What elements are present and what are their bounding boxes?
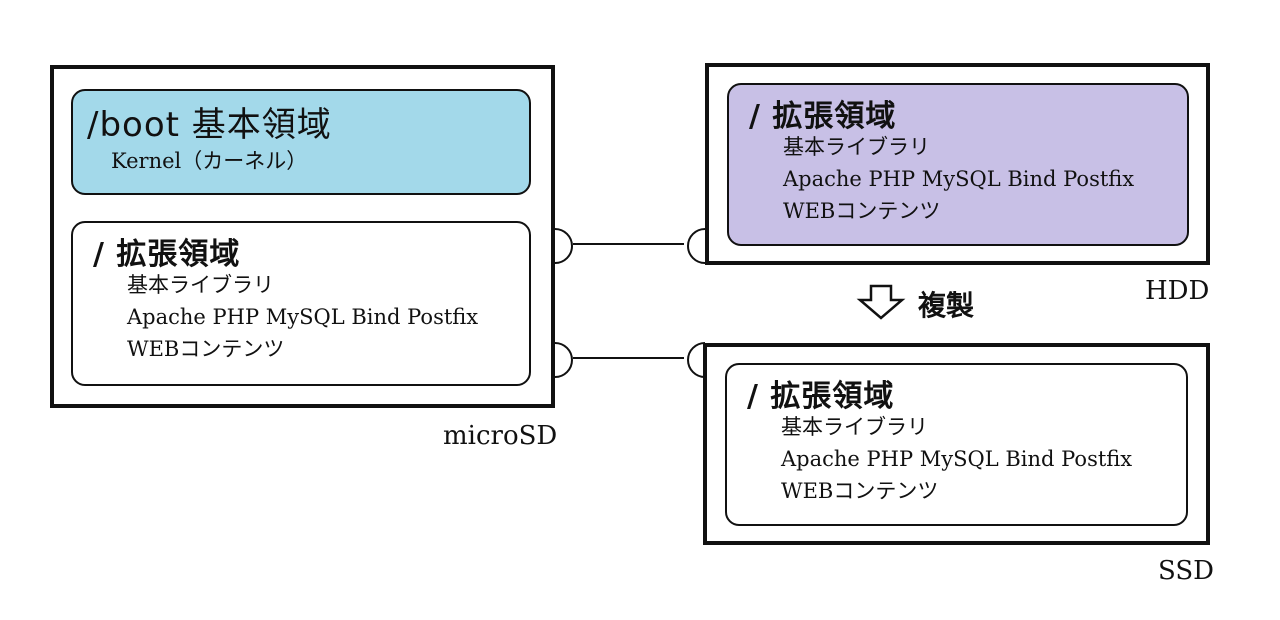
- socket-hdd: [687, 228, 706, 264]
- hdd-root-lines: 基本ライブラリ Apache PHP MySQL Bind Postfix WE…: [783, 131, 1134, 227]
- ssd-root-line: WEBコンテンツ: [781, 479, 939, 503]
- hdd-root-line: Apache PHP MySQL Bind Postfix: [783, 167, 1135, 191]
- microsd-root-line: 基本ライブラリ: [127, 273, 274, 297]
- ssd-root-line: 基本ライブラリ: [781, 415, 928, 439]
- microsd-root-partition: / 拡張領域 基本ライブラリ Apache PHP MySQL Bind Pos…: [71, 221, 531, 386]
- hdd-root-line: 基本ライブラリ: [783, 135, 930, 159]
- boot-partition-title: /boot 基本領域: [87, 105, 332, 145]
- hdd-root-partition: / 拡張領域 基本ライブラリ Apache PHP MySQL Bind Pos…: [727, 83, 1189, 246]
- ssd-device: / 拡張領域 基本ライブラリ Apache PHP MySQL Bind Pos…: [703, 343, 1210, 545]
- socket-microsd-bottom: [554, 342, 573, 378]
- microsd-root-title: / 拡張領域: [93, 237, 241, 272]
- hdd-root-line: WEBコンテンツ: [783, 199, 941, 223]
- copy-label: 複製: [918, 289, 975, 322]
- ssd-root-partition: / 拡張領域 基本ライブラリ Apache PHP MySQL Bind Pos…: [725, 363, 1188, 526]
- ssd-root-line: Apache PHP MySQL Bind Postfix: [781, 447, 1133, 471]
- ssd-root-title: / 拡張領域: [747, 379, 895, 414]
- down-arrow-icon: [856, 284, 906, 320]
- hdd-label: HDD: [1145, 276, 1210, 306]
- microsd-label: microSD: [443, 421, 558, 451]
- microsd-root-lines: 基本ライブラリ Apache PHP MySQL Bind Postfix WE…: [127, 269, 478, 365]
- hdd-device: / 拡張領域 基本ライブラリ Apache PHP MySQL Bind Pos…: [705, 63, 1210, 265]
- boot-line: Kernel（カーネル）: [111, 149, 308, 173]
- ssd-root-lines: 基本ライブラリ Apache PHP MySQL Bind Postfix WE…: [781, 411, 1132, 507]
- microsd-device: /boot 基本領域 Kernel（カーネル） / 拡張領域 基本ライブラリ A…: [50, 65, 555, 408]
- boot-partition-lines: Kernel（カーネル）: [111, 145, 307, 177]
- socket-microsd-top: [554, 228, 573, 264]
- socket-ssd: [687, 342, 706, 378]
- ssd-label: SSD: [1158, 556, 1215, 586]
- boot-partition: /boot 基本領域 Kernel（カーネル）: [71, 89, 531, 195]
- microsd-root-line: WEBコンテンツ: [127, 337, 285, 361]
- microsd-root-line: Apache PHP MySQL Bind Postfix: [127, 305, 479, 329]
- hdd-root-title: / 拡張領域: [749, 99, 897, 134]
